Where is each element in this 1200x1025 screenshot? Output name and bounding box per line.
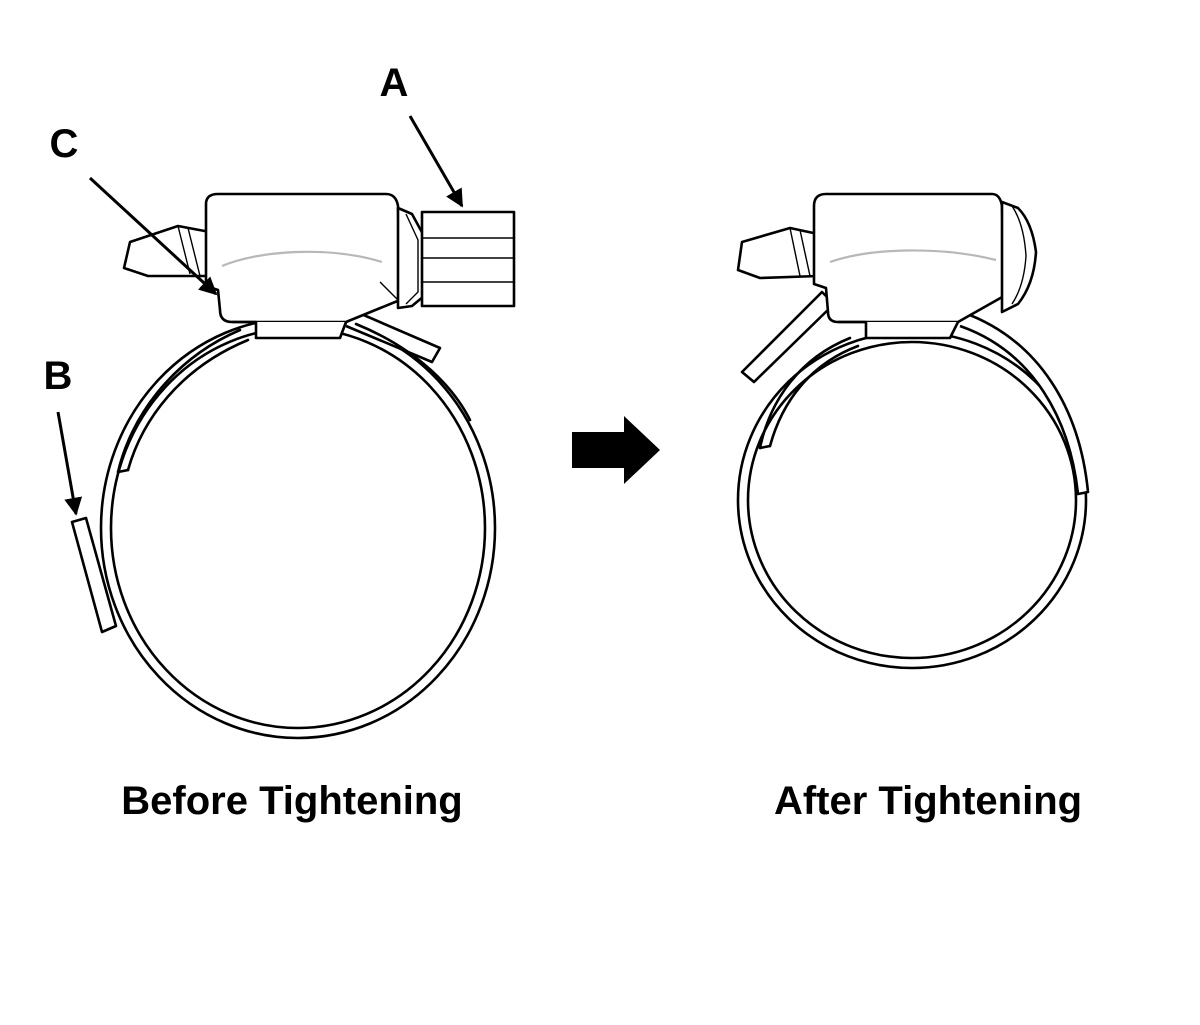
screw-collar-after xyxy=(1000,200,1038,314)
caption-after-tightening: After Tightening xyxy=(774,779,1082,823)
screw-head-a xyxy=(396,206,516,310)
callout-label-c: C xyxy=(50,122,79,166)
right-arrow-icon xyxy=(572,416,660,484)
clamp-band-before xyxy=(99,308,497,740)
clamp-after-tightening xyxy=(736,192,1090,670)
callout-label-b: B xyxy=(44,354,73,398)
screw-housing-before xyxy=(204,192,402,340)
leader-line-c xyxy=(88,176,218,296)
caption-before-tightening: Before Tightening xyxy=(121,779,462,823)
housing-hook-before xyxy=(122,224,212,278)
leader-line-a xyxy=(408,115,464,208)
clamp-band-after xyxy=(736,290,1090,670)
housing-hook-after xyxy=(736,226,820,280)
callout-label-a: A xyxy=(380,61,409,105)
screw-housing-after xyxy=(812,192,1006,340)
leader-line-b xyxy=(56,411,83,516)
clamp-before-tightening xyxy=(70,192,516,740)
band-end-tab-b xyxy=(70,516,118,634)
